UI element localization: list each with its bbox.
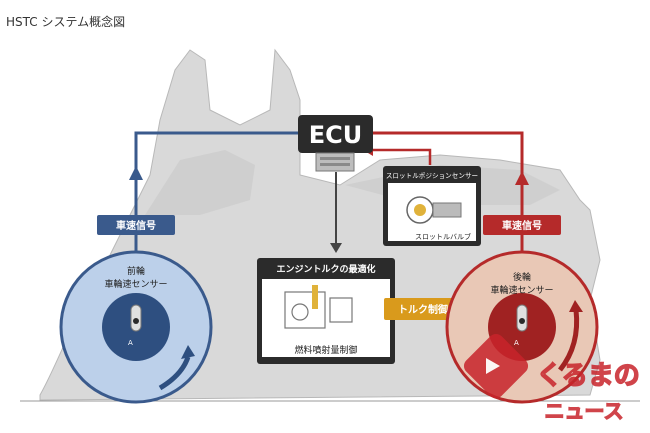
engine-illustration-icon bbox=[284, 285, 353, 329]
front-sensor-line2: 車輪速センサー bbox=[104, 278, 167, 290]
front-speed-signal-badge: 車速信号 bbox=[97, 215, 175, 235]
throttle-valve-caption: スロットルバルブ bbox=[415, 232, 471, 241]
rear-speed-signal-label: 車速信号 bbox=[502, 219, 542, 232]
front-speed-signal-label: 車速信号 bbox=[116, 219, 156, 232]
torque-control-label: トルク制御 bbox=[398, 303, 448, 316]
rear-wheel-speed-sensor-icon bbox=[516, 304, 528, 332]
diagram-title: HSTC システム概念図 bbox=[6, 14, 125, 29]
front-rotation-arrow-icon bbox=[158, 356, 191, 391]
rear-rotation-arrow-icon bbox=[558, 309, 580, 372]
engine-box-title: エンジントルクの最適化 bbox=[276, 263, 375, 275]
torque-control-badge: トルク制御 bbox=[384, 298, 462, 320]
front-wheel: 前輪 車輪速センサー A bbox=[59, 250, 213, 404]
front-signal-arrow-icon bbox=[129, 166, 143, 180]
ecu-to-engine-line bbox=[330, 172, 342, 253]
throttle-position-sensor-card: スロットルポジションセンサー スロットルバルブ bbox=[383, 166, 481, 246]
kuruma-no-news-logo: くるまの ニュース bbox=[463, 333, 640, 424]
throttle-sensor-title: スロットルポジションセンサー bbox=[386, 172, 478, 180]
rear-sensor-line1: 後輪 bbox=[513, 271, 531, 283]
engine-torque-box: エンジントルクの最適化 燃料噴射量制御 bbox=[257, 258, 395, 364]
ecu-unit: ECU bbox=[298, 115, 373, 172]
front-wheel-speed-sensor-icon bbox=[130, 304, 142, 332]
logo-top-text: くるまの bbox=[536, 361, 639, 391]
ecu-label: ECU bbox=[309, 121, 363, 149]
rear-speed-signal-badge: 車速信号 bbox=[483, 215, 561, 235]
rear-sensor-marker: A bbox=[514, 339, 519, 347]
rear-sensor-line2: 車輪速センサー bbox=[490, 284, 553, 296]
engine-box-caption: 燃料噴射量制御 bbox=[294, 344, 357, 356]
logo-bottom-text: ニュース bbox=[545, 399, 624, 423]
rear-signal-arrow-icon bbox=[515, 171, 529, 185]
down-arrow-icon bbox=[330, 243, 342, 253]
front-sensor-marker: A bbox=[128, 339, 133, 347]
front-sensor-line1: 前輪 bbox=[127, 265, 145, 277]
